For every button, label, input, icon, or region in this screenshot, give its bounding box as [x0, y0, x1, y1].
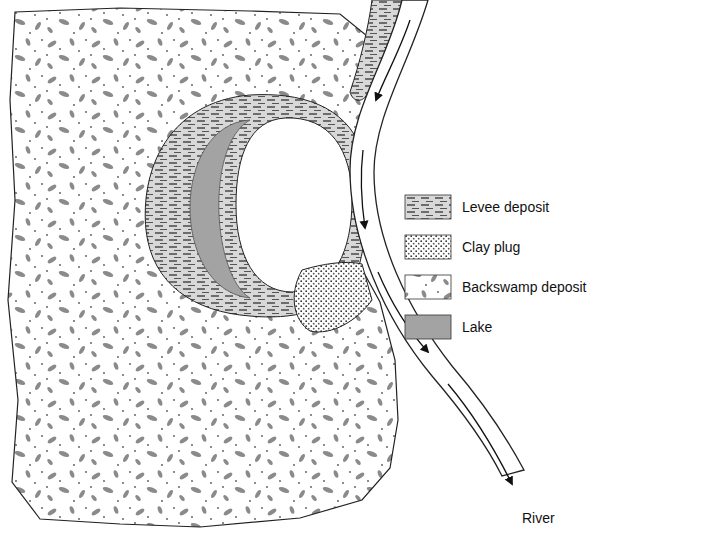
backswamp-region — [8, 8, 398, 527]
river-channel — [350, 0, 524, 476]
flow-arrow — [361, 150, 365, 228]
legend-swatch-clay — [405, 235, 451, 259]
legend-swatch-backswamp — [405, 275, 451, 299]
clay-plug — [294, 262, 372, 332]
river-label: River — [522, 510, 555, 527]
lake — [190, 120, 250, 298]
legend-swatch-levee — [405, 195, 451, 219]
legend-label: Clay plug — [462, 239, 520, 256]
legend-label: Levee deposit — [462, 199, 549, 216]
flow-arrow — [448, 384, 512, 484]
flow-arrow — [376, 20, 410, 100]
legend-swatch-lake — [405, 315, 451, 339]
legend-label: Lake — [462, 319, 492, 336]
legend-label: Backswamp deposit — [462, 279, 587, 296]
